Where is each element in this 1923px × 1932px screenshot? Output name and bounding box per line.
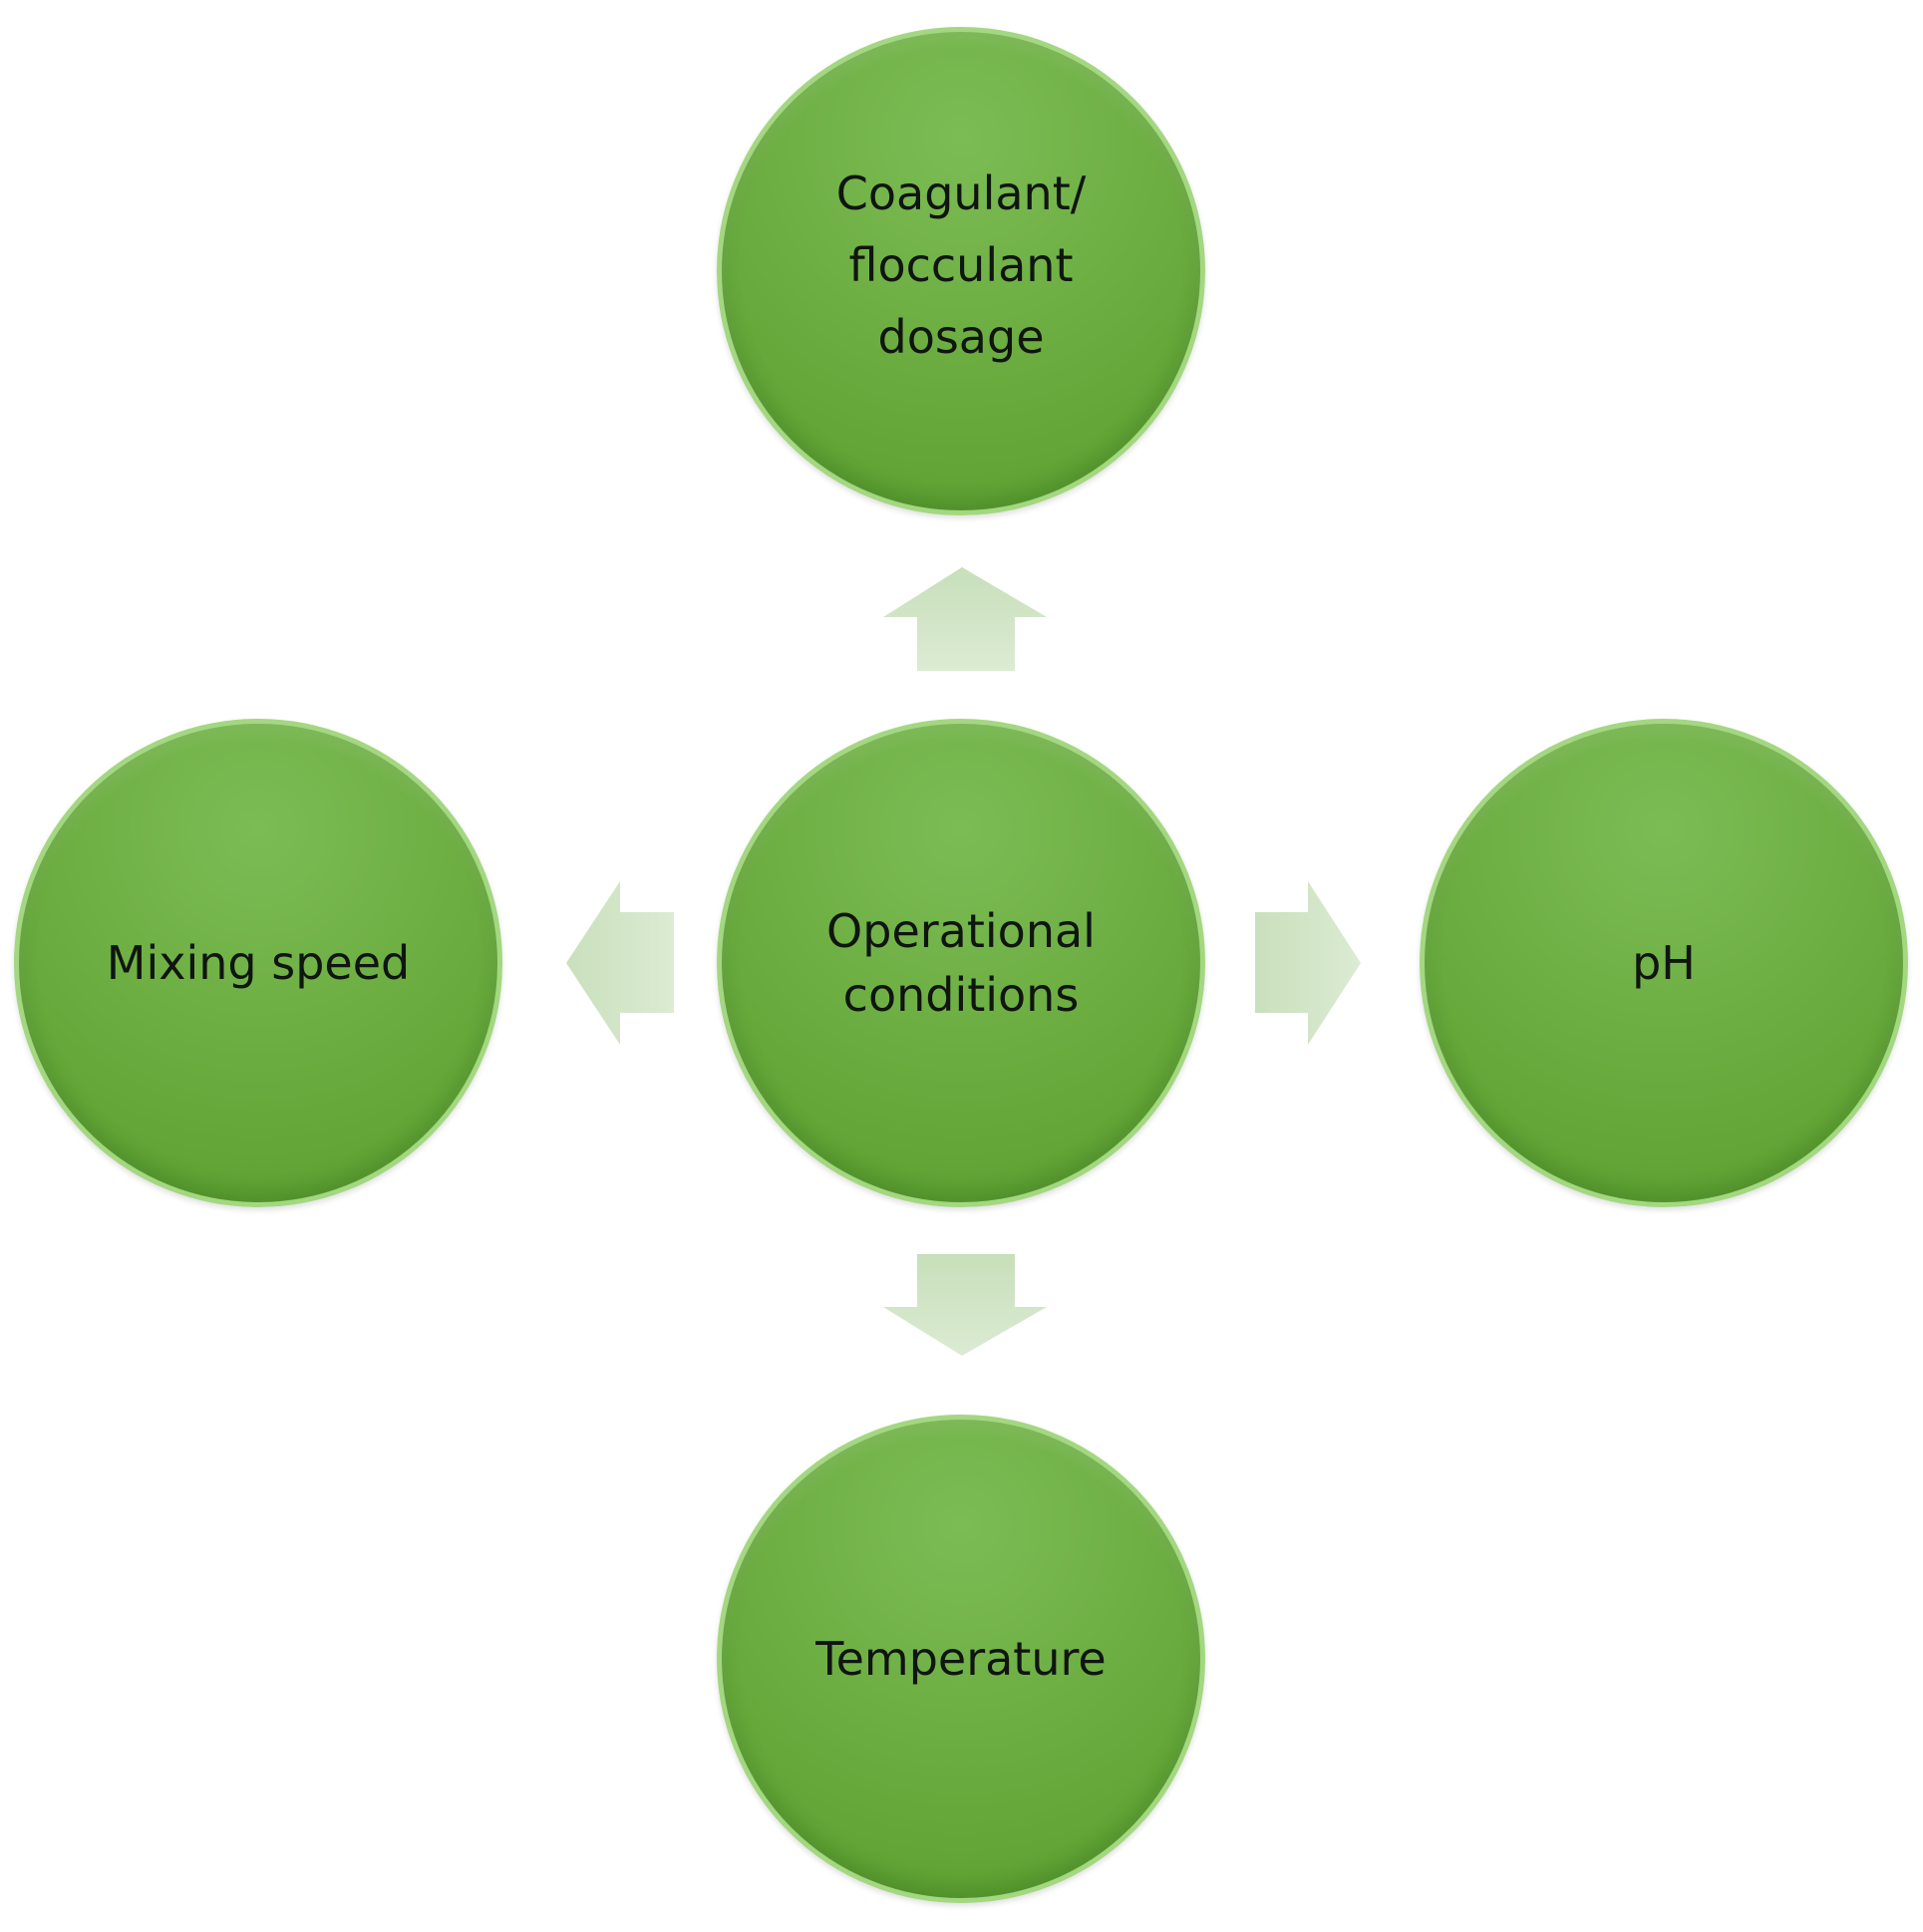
node-temperature: Temperature [717, 1415, 1205, 1903]
node-right-label: pH [1632, 936, 1696, 990]
node-ph: pH [1420, 719, 1908, 1207]
arrow-up [883, 567, 1047, 671]
node-top-label: Coagulant/ flocculant dosage [835, 166, 1087, 364]
node-operational-conditions: Operational conditions [717, 719, 1205, 1207]
node-coagulant-flocculant-dosage: Coagulant/ flocculant dosage [717, 27, 1205, 515]
node-bottom-label: Temperature [815, 1632, 1107, 1686]
node-left-label: Mixing speed [106, 936, 411, 990]
node-mixing-speed: Mixing speed [14, 719, 502, 1207]
arrow-left [566, 881, 674, 1045]
arrow-right [1255, 881, 1361, 1045]
node-center-label: Operational conditions [826, 904, 1096, 1022]
arrow-down [883, 1254, 1047, 1356]
